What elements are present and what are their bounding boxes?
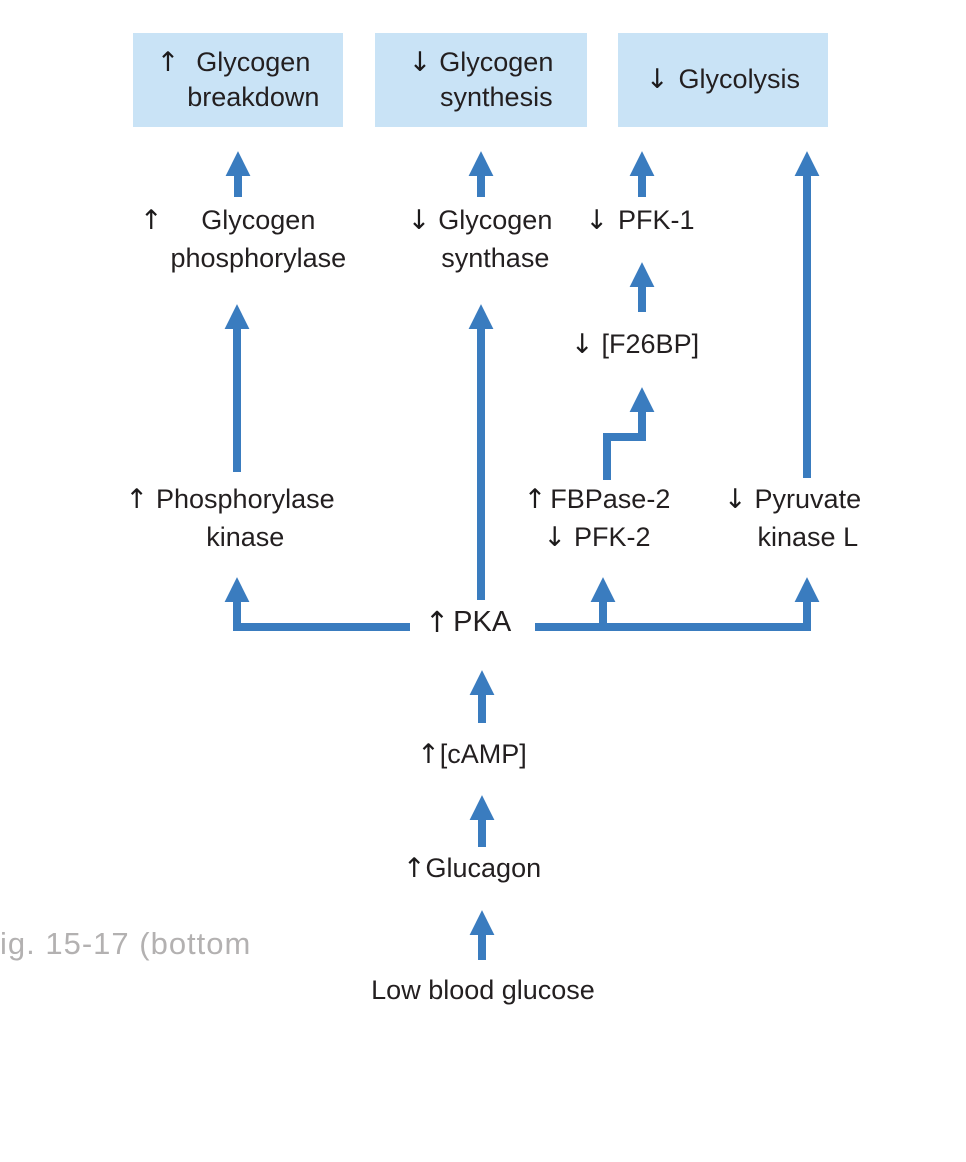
- figure-caption: ig. 15-17 (bottom: [0, 926, 252, 961]
- node-label-pyruvate-kinase: Pyruvate kinase L: [754, 484, 862, 552]
- node-camp: ↑ [cAMP]: [399, 736, 545, 774]
- box-label-glycogen-synthesis: Glycogen synthesis: [439, 46, 554, 112]
- node-phosphorylase-kinase: ↑ Phosphorylase kinase: [95, 481, 365, 557]
- box-label-glycolysis: Glycolysis: [678, 64, 801, 95]
- node-pka: ↑ PKA: [413, 602, 523, 643]
- down-arrow-icon: ↓: [585, 205, 609, 236]
- down-arrow-icon: ↓: [723, 484, 747, 515]
- node-fbpase2-pfk2: ↑ FBPase-2 ↓ PFK-2: [507, 481, 687, 557]
- arrow-pka-to-pyruvate-kinase: [535, 577, 820, 631]
- up-arrow-icon: ↑: [523, 484, 547, 515]
- down-arrow-icon: ↓: [570, 329, 594, 360]
- up-arrow-icon: ↑: [402, 853, 426, 884]
- down-arrow-icon: ↓: [543, 521, 567, 553]
- box-label-glycogen-breakdown: Glycogen breakdown: [187, 46, 320, 112]
- node-label-pfk1: PFK-1: [618, 205, 695, 235]
- up-arrow-icon: ↑: [139, 205, 163, 236]
- node-label-glycogen-synthase: Glycogen synthase: [438, 205, 553, 273]
- node-label-f26bp: [F26BP]: [601, 329, 700, 359]
- up-arrow-icon: ↑: [125, 484, 148, 515]
- node-label-phosphorylase-kinase: Phosphorylase kinase: [156, 484, 335, 552]
- node-f26bp: ↓ [F26BP]: [555, 326, 715, 364]
- down-arrow-icon: ↓: [408, 46, 432, 78]
- node-glycogen-phosphorylase: ↑ Glycogen phosphorylase: [108, 202, 378, 278]
- arrow-fbpase2-to-f26bp: [603, 387, 655, 480]
- node-label-glucagon: Glucagon: [425, 853, 542, 883]
- node-pfk1: ↓ PFK-1: [570, 202, 710, 240]
- up-arrow-icon: ↑: [417, 739, 440, 770]
- node-label-glycogen-phosphorylase: Glycogen phosphorylase: [170, 205, 347, 273]
- down-arrow-icon: ↓: [645, 64, 669, 96]
- node-label-pka: PKA: [453, 606, 512, 638]
- outcome-box-glycogen-synthesis: ↓ Glycogen synthesis: [375, 33, 587, 127]
- down-arrow-icon: ↓: [407, 205, 431, 236]
- outcome-box-glycolysis: ↓ Glycolysis: [618, 33, 828, 127]
- up-arrow-icon: ↑: [424, 605, 450, 639]
- node-pyruvate-kinase: ↓ Pyruvate kinase L: [700, 481, 885, 557]
- node-label-fbpase2: FBPase-2: [550, 484, 671, 514]
- node-glycogen-synthase: ↓ Glycogen synthase: [375, 202, 585, 278]
- node-label-camp: [cAMP]: [439, 739, 527, 769]
- node-label-low-blood-glucose: Low blood glucose: [371, 975, 595, 1005]
- outcome-box-glycogen-breakdown: ↑ Glycogen breakdown: [133, 33, 343, 127]
- arrow-pka-to-phosphorylase-kinase: [224, 577, 410, 631]
- up-arrow-icon: ↑: [156, 46, 180, 78]
- node-low-blood-glucose: Low blood glucose: [353, 972, 613, 1010]
- node-label-pfk2: PFK-2: [574, 521, 651, 552]
- node-glucagon: ↑ Glucagon: [394, 850, 550, 888]
